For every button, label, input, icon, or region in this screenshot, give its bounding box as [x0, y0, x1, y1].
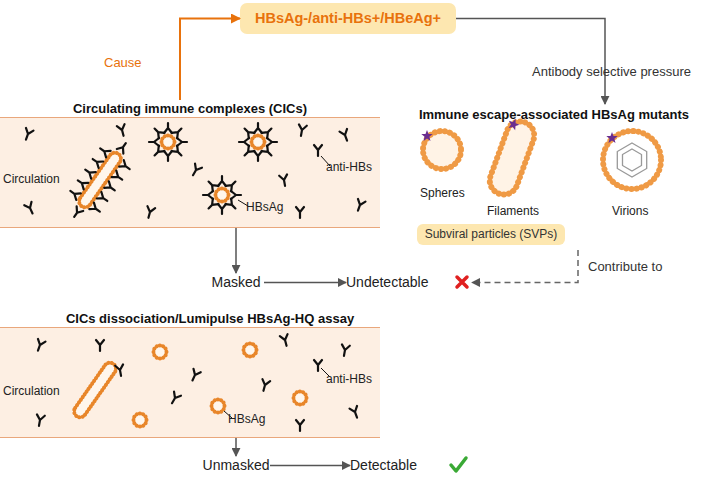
band-label: Circulation: [3, 384, 60, 398]
sphere-immune-complex: [239, 123, 277, 161]
sphere-particle: [134, 414, 147, 427]
antibody-symbol: [350, 406, 361, 419]
pressure-arrow: [456, 19, 605, 105]
antibody-symbol: [279, 174, 289, 186]
antibody-symbol: [296, 207, 304, 218]
mutation-star: [606, 132, 617, 143]
particle-label: Virions: [612, 204, 648, 218]
status-text: HBsAg-/anti-HBs+/HBeAg+: [240, 3, 456, 34]
flow-arrow: [270, 465, 350, 467]
antibody-symbol: [340, 129, 351, 142]
sphere-particle: [244, 344, 257, 357]
antibody-symbol: [145, 206, 156, 219]
particle-label: Filaments: [487, 204, 539, 218]
antibody-symbol: [280, 334, 291, 347]
callout-label: anti-HBs: [326, 372, 372, 386]
mutant-filament: [484, 117, 538, 199]
antibody-symbol: [169, 392, 181, 406]
antibody-symbol: [24, 202, 36, 215]
band-label: Circulation: [3, 172, 60, 186]
antibody-symbol: [189, 369, 201, 382]
antibody-symbol: [35, 414, 45, 426]
callout-label: anti-HBs: [326, 160, 372, 174]
particle-label: Spheres: [420, 186, 465, 200]
box-label: Subviral particles (SVPs): [417, 224, 565, 245]
result-text: Undetectable: [346, 273, 472, 292]
state-text: Masked: [208, 273, 264, 292]
antibody-symbol: [117, 124, 128, 137]
mutant-virion: [603, 131, 661, 189]
group-heading: Immune escape-associated HBsAg mutants: [405, 107, 703, 122]
sphere-particle: [154, 346, 167, 359]
callout-label: HBsAg: [228, 412, 265, 426]
mutation-star: [507, 117, 521, 131]
antibody-symbol: [115, 364, 125, 376]
band-heading: CICs dissociation/Lumipulse HBsAg-HQ ass…: [20, 311, 400, 326]
antibody-symbol: [314, 145, 322, 156]
sphere-particle: [212, 400, 225, 413]
edge-label: Antibody selective pressure: [532, 64, 691, 79]
status-box: HBsAg-/anti-HBs+/HBeAg+: [240, 3, 456, 34]
edge-label: Cause: [104, 55, 142, 70]
state-text: Unmasked: [202, 456, 270, 475]
antibody-symbol: [34, 339, 45, 352]
result-label: Undetectable: [346, 273, 429, 292]
state-label: Masked: [208, 273, 264, 292]
cic-band-contents: [22, 123, 365, 227]
mutant-sphere: [421, 130, 461, 169]
check-mark: [451, 458, 466, 471]
dissociated-band-contents: [34, 334, 361, 431]
antibody-symbol: [190, 164, 202, 178]
flow-arrow: [235, 228, 237, 273]
capsid-hexagon: [623, 149, 642, 171]
cause-arrow: [180, 19, 240, 101]
antibody-symbol: [340, 344, 350, 356]
antibody-symbol: [22, 128, 33, 141]
sphere-particle: [294, 392, 307, 405]
antibody-symbol: [260, 379, 271, 392]
antibody-symbol: [297, 124, 307, 136]
antibody-symbol: [314, 360, 322, 371]
antibody-symbol: [296, 420, 304, 431]
state-label: Unmasked: [202, 456, 270, 475]
svp-box: Subviral particles (SVPs): [417, 224, 565, 245]
result-marks: [451, 277, 467, 471]
result-label: Detectable: [350, 456, 417, 475]
antibody-symbol: [354, 199, 365, 212]
particle-shell: [603, 131, 661, 189]
circulation-band: Circulating immune complexes (CICs) Circu…: [0, 100, 380, 228]
antibody-symbol: [96, 340, 104, 351]
contribution-arrow: [472, 250, 578, 283]
circulation-band: CICs dissociation/Lumipulse HBsAg-HQ ass…: [0, 310, 380, 438]
filament-particle: [72, 360, 119, 419]
filament-immune-complex: [59, 133, 140, 227]
capsid-hexagon: [617, 143, 646, 177]
flow-arrow: [235, 438, 237, 456]
band-heading: Circulating immune complexes (CICs): [0, 101, 380, 116]
edge-label: Contribute to: [588, 259, 662, 274]
mutation-star: [421, 130, 432, 141]
cross-mark: [457, 277, 467, 287]
sphere-immune-complex: [149, 123, 187, 161]
particle-shell: [486, 118, 538, 199]
sphere-immune-complex: [203, 176, 241, 214]
flow-arrow: [264, 282, 346, 284]
callout-label: HBsAg: [246, 200, 283, 214]
